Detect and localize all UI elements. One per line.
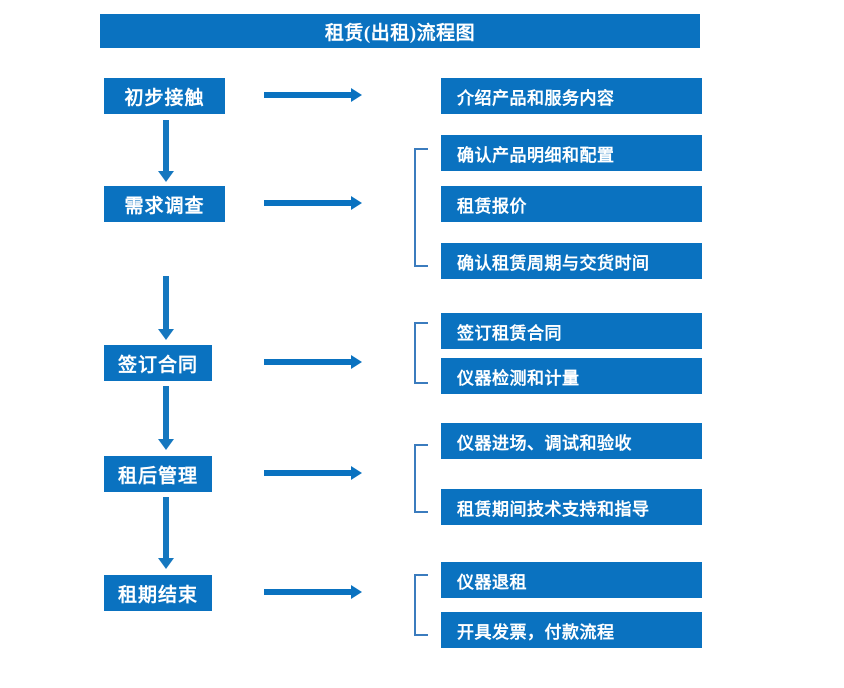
detail-box-7[interactable]: 仪器进场、调试和验收	[441, 423, 702, 459]
vertical-arrow-icon-3	[158, 386, 174, 450]
group-bracket-icon-3	[414, 322, 428, 384]
page-title: 租赁(出租)流程图	[100, 14, 700, 48]
detail-box-9[interactable]: 仪器退租	[441, 562, 702, 598]
detail-box-2[interactable]: 确认产品明细和配置	[441, 135, 702, 171]
detail-box-6[interactable]: 仪器检测和计量	[441, 358, 702, 394]
horizontal-arrow-icon-2	[264, 196, 362, 210]
detail-box-3[interactable]: 租赁报价	[441, 186, 702, 222]
stage-box-租期结束[interactable]: 租期结束	[104, 575, 212, 611]
detail-box-1[interactable]: 介绍产品和服务内容	[441, 78, 702, 114]
stage-box-需求调查[interactable]: 需求调查	[104, 186, 225, 222]
stage-box-租后管理[interactable]: 租后管理	[104, 456, 212, 492]
vertical-arrow-icon-4	[158, 497, 174, 569]
stage-box-签订合同[interactable]: 签订合同	[104, 345, 212, 381]
stage-box-初步接触[interactable]: 初步接触	[104, 78, 225, 114]
group-bracket-icon-5	[414, 574, 428, 636]
detail-box-4[interactable]: 确认租赁周期与交货时间	[441, 243, 702, 279]
vertical-arrow-icon-2	[158, 276, 174, 340]
horizontal-arrow-icon-1	[264, 88, 362, 102]
group-bracket-icon-2	[414, 148, 428, 267]
horizontal-arrow-icon-3	[264, 355, 362, 369]
detail-box-5[interactable]: 签订租赁合同	[441, 313, 702, 349]
group-bracket-icon-4	[414, 444, 428, 513]
horizontal-arrow-icon-5	[264, 585, 362, 599]
detail-box-8[interactable]: 租赁期间技术支持和指导	[441, 489, 702, 525]
horizontal-arrow-icon-4	[264, 466, 362, 480]
detail-box-10[interactable]: 开具发票，付款流程	[441, 612, 702, 648]
vertical-arrow-icon-1	[158, 120, 174, 182]
